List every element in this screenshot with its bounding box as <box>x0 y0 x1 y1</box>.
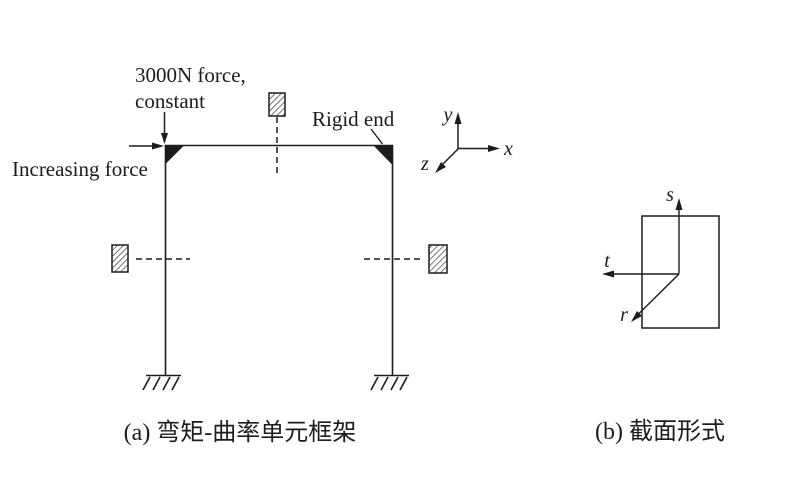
axis-z-label: z <box>420 153 429 175</box>
axis-y-label: y <box>442 104 453 126</box>
fixed-support-right <box>370 374 409 391</box>
panel-b-cross-section: s t r (b) 截面形式 <box>595 184 725 445</box>
section-marker-beam <box>268 92 286 175</box>
caption-panel-b: (b) 截面形式 <box>595 418 725 445</box>
increasing-force-arrow <box>129 142 164 150</box>
section-axis-r <box>631 273 680 322</box>
rigid-end-triangle-left <box>165 145 185 165</box>
section-axis-s <box>675 198 683 274</box>
axis-z-arrow <box>435 148 459 173</box>
section-marker-right-column <box>364 244 448 274</box>
rigid-end-leader-line <box>370 128 384 145</box>
cross-section-rect <box>641 215 720 329</box>
section-axis-t <box>602 270 679 278</box>
rigid-end-triangle-right <box>373 145 393 166</box>
panel-a-frame-diagram: y x z 3000N force, constant Increasing f… <box>12 63 513 446</box>
section-axis-t-label: t <box>604 250 610 272</box>
rigid-end-label: Rigid end <box>312 107 395 131</box>
section-marker-left-column <box>111 244 190 273</box>
constant-force-arrow <box>161 112 168 144</box>
section-axis-s-label: s <box>666 184 674 206</box>
caption-panel-a: (a) 弯矩-曲率单元框架 <box>124 419 357 446</box>
coordinate-triad: y x z <box>420 104 513 175</box>
axis-y-arrow <box>454 112 462 149</box>
axis-x-arrow <box>458 145 500 152</box>
constant-force-label-line2: constant <box>135 89 205 113</box>
constant-force-label-line1: 3000N force, <box>135 63 246 87</box>
fixed-support-left <box>142 374 181 391</box>
axis-x-label: x <box>503 138 513 160</box>
section-axis-r-label: r <box>620 304 628 326</box>
increasing-force-label: Increasing force <box>12 157 148 181</box>
